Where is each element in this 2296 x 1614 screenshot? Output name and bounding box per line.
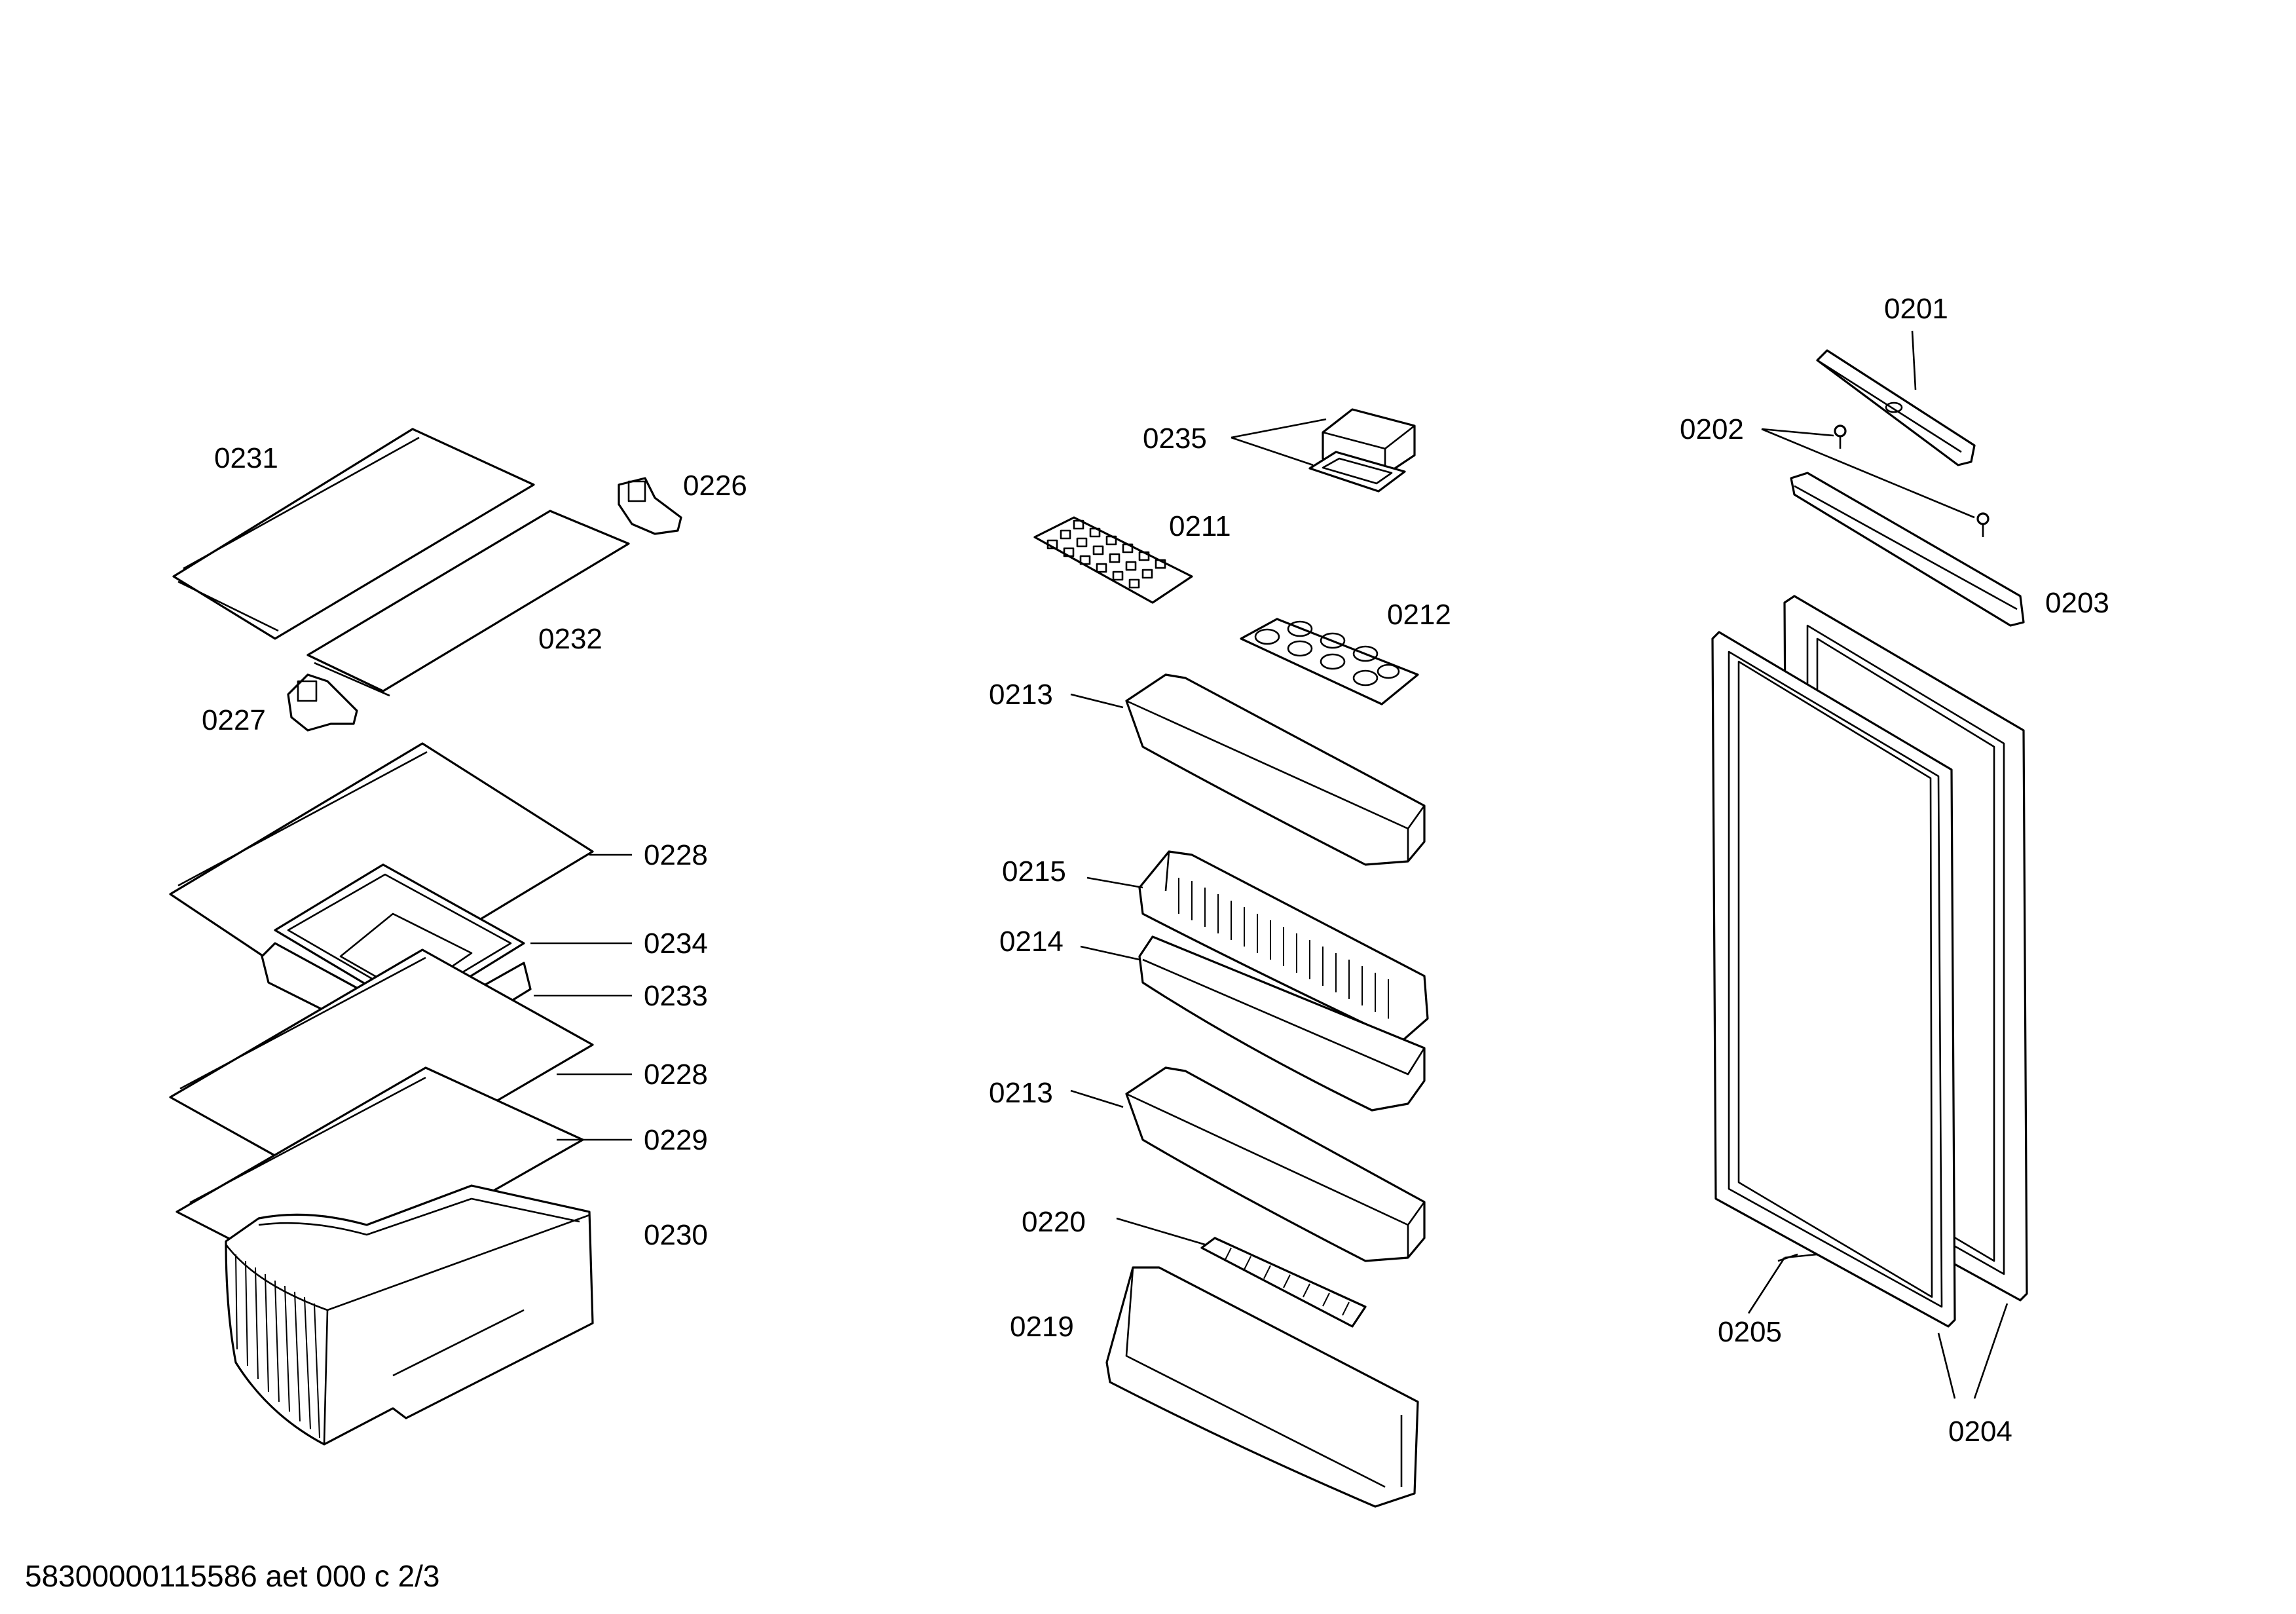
label-0215: 0215: [1002, 855, 1066, 888]
label-0228-upper: 0228: [644, 839, 708, 871]
label-0219: 0219: [1010, 1311, 1074, 1343]
ice-cells: [1046, 519, 1166, 589]
crisper-ribs: [235, 1254, 320, 1438]
part-0205-gasket: [1711, 631, 1956, 1328]
label-0229: 0229: [644, 1124, 708, 1156]
label-0203: 0203: [2045, 587, 2109, 619]
label-0230: 0230: [644, 1219, 708, 1251]
part-labels: 0231 0226 0232 0227 0228 0234 0233 0228 …: [202, 293, 2109, 1448]
label-0231: 0231: [214, 442, 278, 474]
part-0232-shelf: [306, 510, 630, 697]
part-0201-handle: [1816, 349, 1976, 466]
part-0212-egg-tray: [1240, 618, 1419, 705]
part-0202-screw-2: [1976, 512, 1990, 537]
part-0226-clip: [618, 477, 682, 535]
label-0232: 0232: [538, 623, 602, 655]
label-0205: 0205: [1718, 1316, 1782, 1348]
label-0211: 0211: [1169, 510, 1231, 542]
label-0228-lower: 0228: [644, 1059, 708, 1091]
document-code: 58300000115586 aet 000 c 2/3: [25, 1559, 440, 1593]
part-0213-upper-door-shelf: [1125, 673, 1426, 866]
part-0214-middle-door-shelf: [1138, 935, 1426, 1112]
part-0219-bottle-shelf: [1105, 1266, 1419, 1508]
part-0235-box: [1308, 408, 1416, 493]
label-0220: 0220: [1022, 1206, 1086, 1238]
label-0227: 0227: [202, 704, 266, 736]
label-0201: 0201: [1884, 293, 1948, 325]
label-0212: 0212: [1387, 599, 1451, 631]
label-0202: 0202: [1680, 413, 1744, 445]
part-0227-clip: [287, 673, 358, 732]
leader-lines-left: [530, 854, 632, 1141]
label-0234: 0234: [644, 928, 708, 960]
part-0211-ice-tray: [1033, 516, 1193, 604]
part-0213-lower-door-shelf: [1125, 1066, 1426, 1262]
part-0203-bracket: [1790, 472, 2025, 627]
leader-lines-middle: [1070, 418, 1327, 1246]
leader-0205: [1747, 1257, 1786, 1314]
label-0213-upper: 0213: [989, 679, 1053, 711]
label-0213-lower: 0213: [989, 1077, 1053, 1109]
label-0214: 0214: [999, 926, 1064, 958]
part-0230-crisper-drawer: [225, 1184, 594, 1446]
label-0233: 0233: [644, 980, 708, 1012]
part-0231-shelf: [172, 428, 535, 640]
cover-ribs: [1178, 878, 1389, 1019]
part-0220-divider: [1200, 1237, 1367, 1328]
label-0204: 0204: [1948, 1416, 2012, 1448]
label-0226: 0226: [683, 470, 747, 502]
label-0235: 0235: [1143, 422, 1207, 455]
leader-lines-right: [1761, 330, 2009, 1399]
part-0202-screw-1: [1834, 424, 1847, 449]
